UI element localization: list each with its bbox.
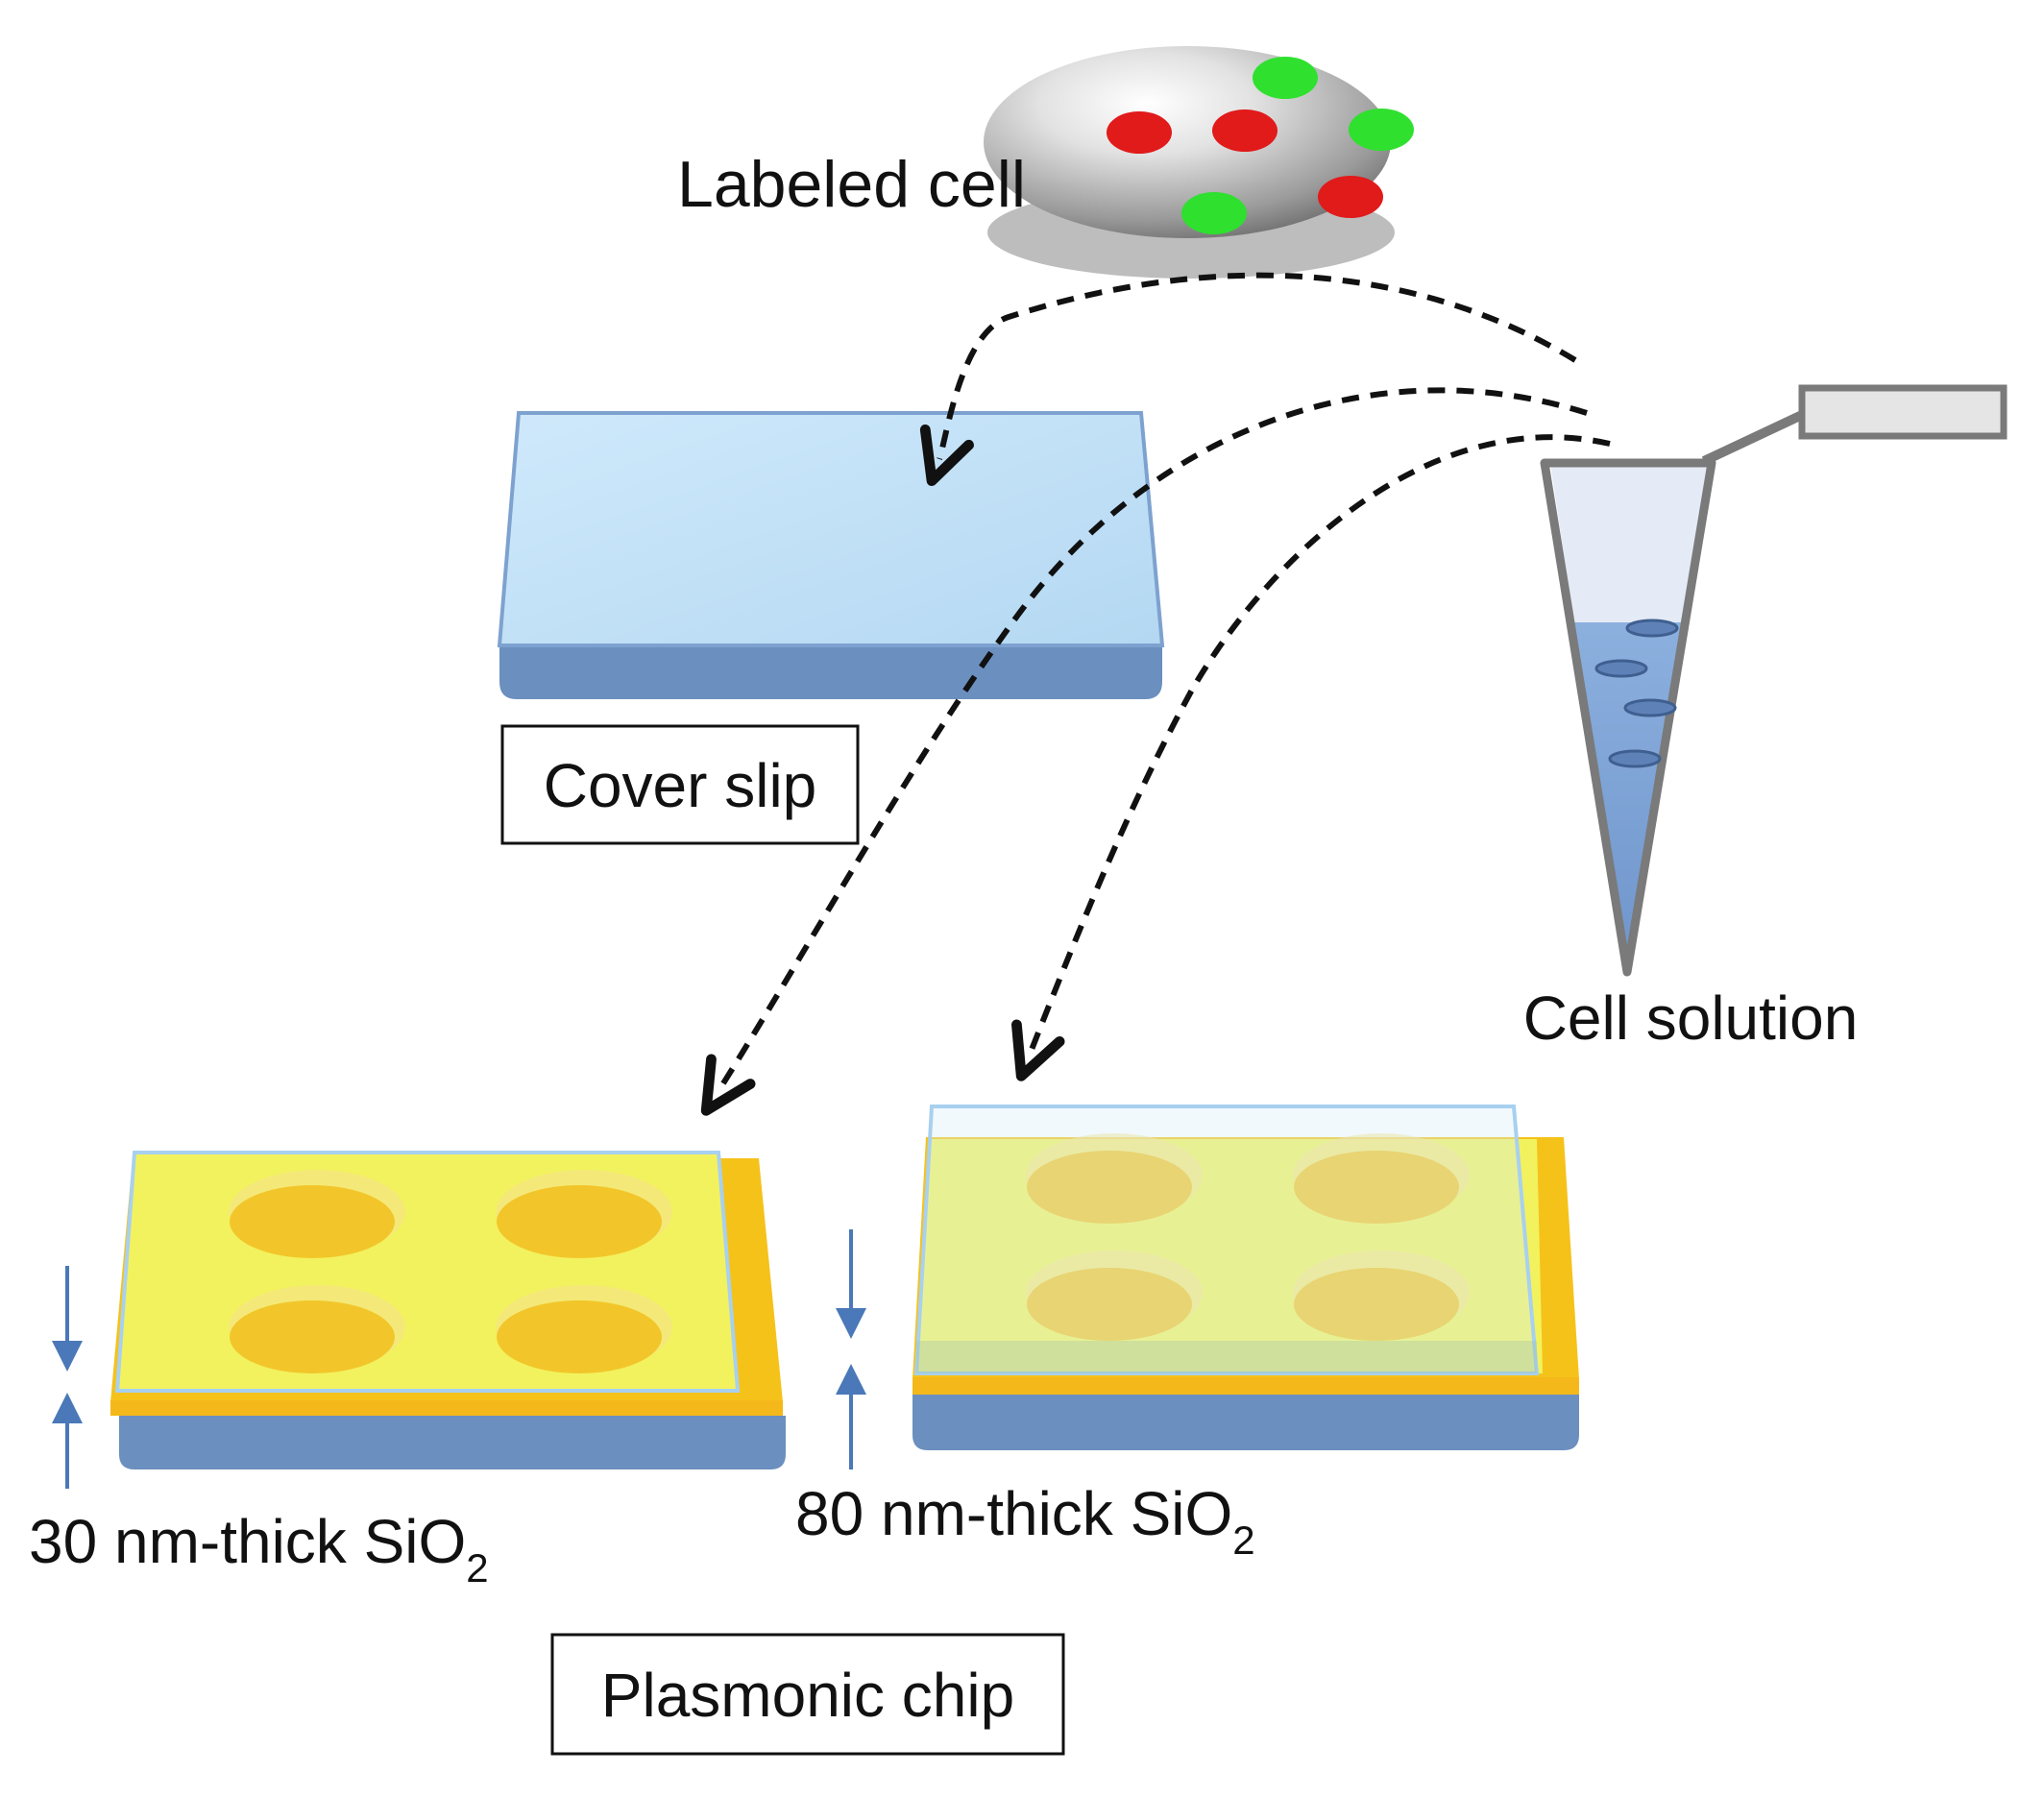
plasmonic-chip-label: Plasmonic chip — [601, 1661, 1014, 1730]
cell-solution-label: Cell solution — [1523, 983, 1859, 1053]
fluor-green-dot — [1349, 109, 1414, 151]
fluor-green-dot — [1181, 192, 1247, 234]
arrow-to-cover-slip — [919, 272, 1577, 487]
gold-wells — [229, 1170, 672, 1373]
arrow-to-chip-30nm — [700, 387, 1588, 1116]
fluor-red-dot — [1107, 111, 1172, 154]
arrow-to-chip-80nm — [1011, 434, 1611, 1081]
gold-wells — [1026, 1133, 1470, 1341]
fluor-red-dot — [1318, 176, 1383, 218]
cover-slip-label: Cover slip — [544, 751, 817, 820]
fluor-red-dot — [1212, 109, 1278, 152]
cover-slip-label-box: Cover slip — [500, 724, 860, 845]
fluor-green-dot — [1253, 57, 1318, 99]
thick-oxide-label: 80 nm-thick SiO2 — [795, 1479, 1255, 1563]
cover-slip-on-chip — [913, 1105, 1540, 1375]
plasmonic-chip-30nm — [110, 1151, 786, 1469]
labeled-cell-icon — [984, 46, 1414, 279]
plasmonic-chip-80nm — [912, 1105, 1579, 1450]
thin-oxide-label: 30 nm-thick SiO2 — [29, 1507, 489, 1591]
cover-slip — [497, 411, 1165, 699]
dashed-arrows — [700, 272, 1611, 1116]
plasmonic-chip-label-box: Plasmonic chip — [550, 1633, 1065, 1756]
cell-solution-tube-icon — [1540, 384, 2008, 977]
labeled-cell-label: Labeled cell — [677, 148, 1026, 221]
